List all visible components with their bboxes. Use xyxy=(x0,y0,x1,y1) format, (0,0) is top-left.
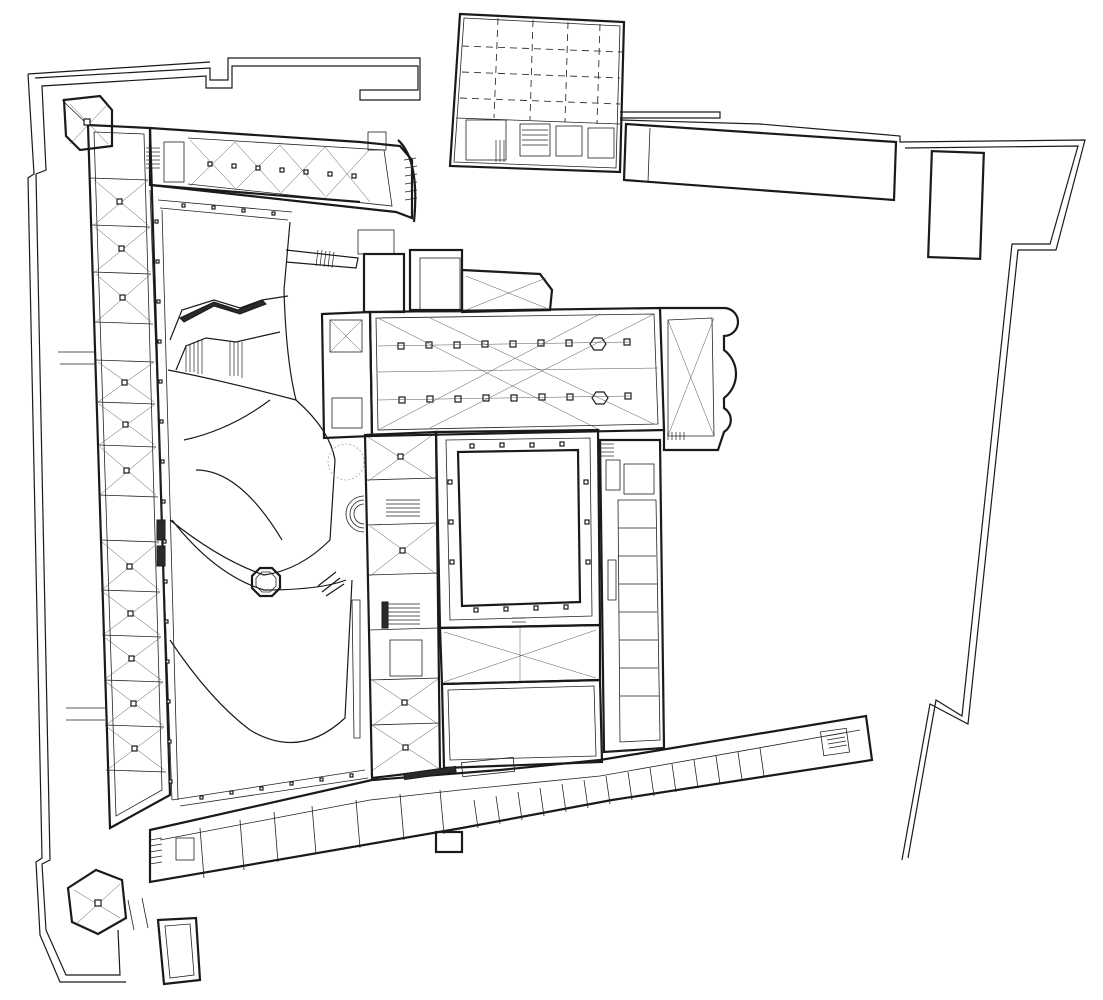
north-grid-building xyxy=(448,12,898,202)
southwest-tower xyxy=(66,868,128,936)
court-circle-marking xyxy=(327,443,365,481)
church xyxy=(320,229,740,452)
east-wing-cells xyxy=(598,438,666,754)
northwest-tower xyxy=(62,94,114,152)
great-cloister-arcade xyxy=(149,183,369,807)
southwest-annex xyxy=(127,897,202,986)
west-range xyxy=(58,99,172,830)
outer-enclosure-wall xyxy=(27,57,421,983)
small-cloister xyxy=(434,428,604,770)
north-range xyxy=(146,126,418,223)
octagonal-fountain xyxy=(250,566,282,598)
central-range xyxy=(363,430,442,780)
east-boundary-line xyxy=(619,111,1086,861)
court-curved-terrace xyxy=(167,221,365,743)
south-range xyxy=(148,714,874,884)
east-outbuilding xyxy=(927,149,985,261)
